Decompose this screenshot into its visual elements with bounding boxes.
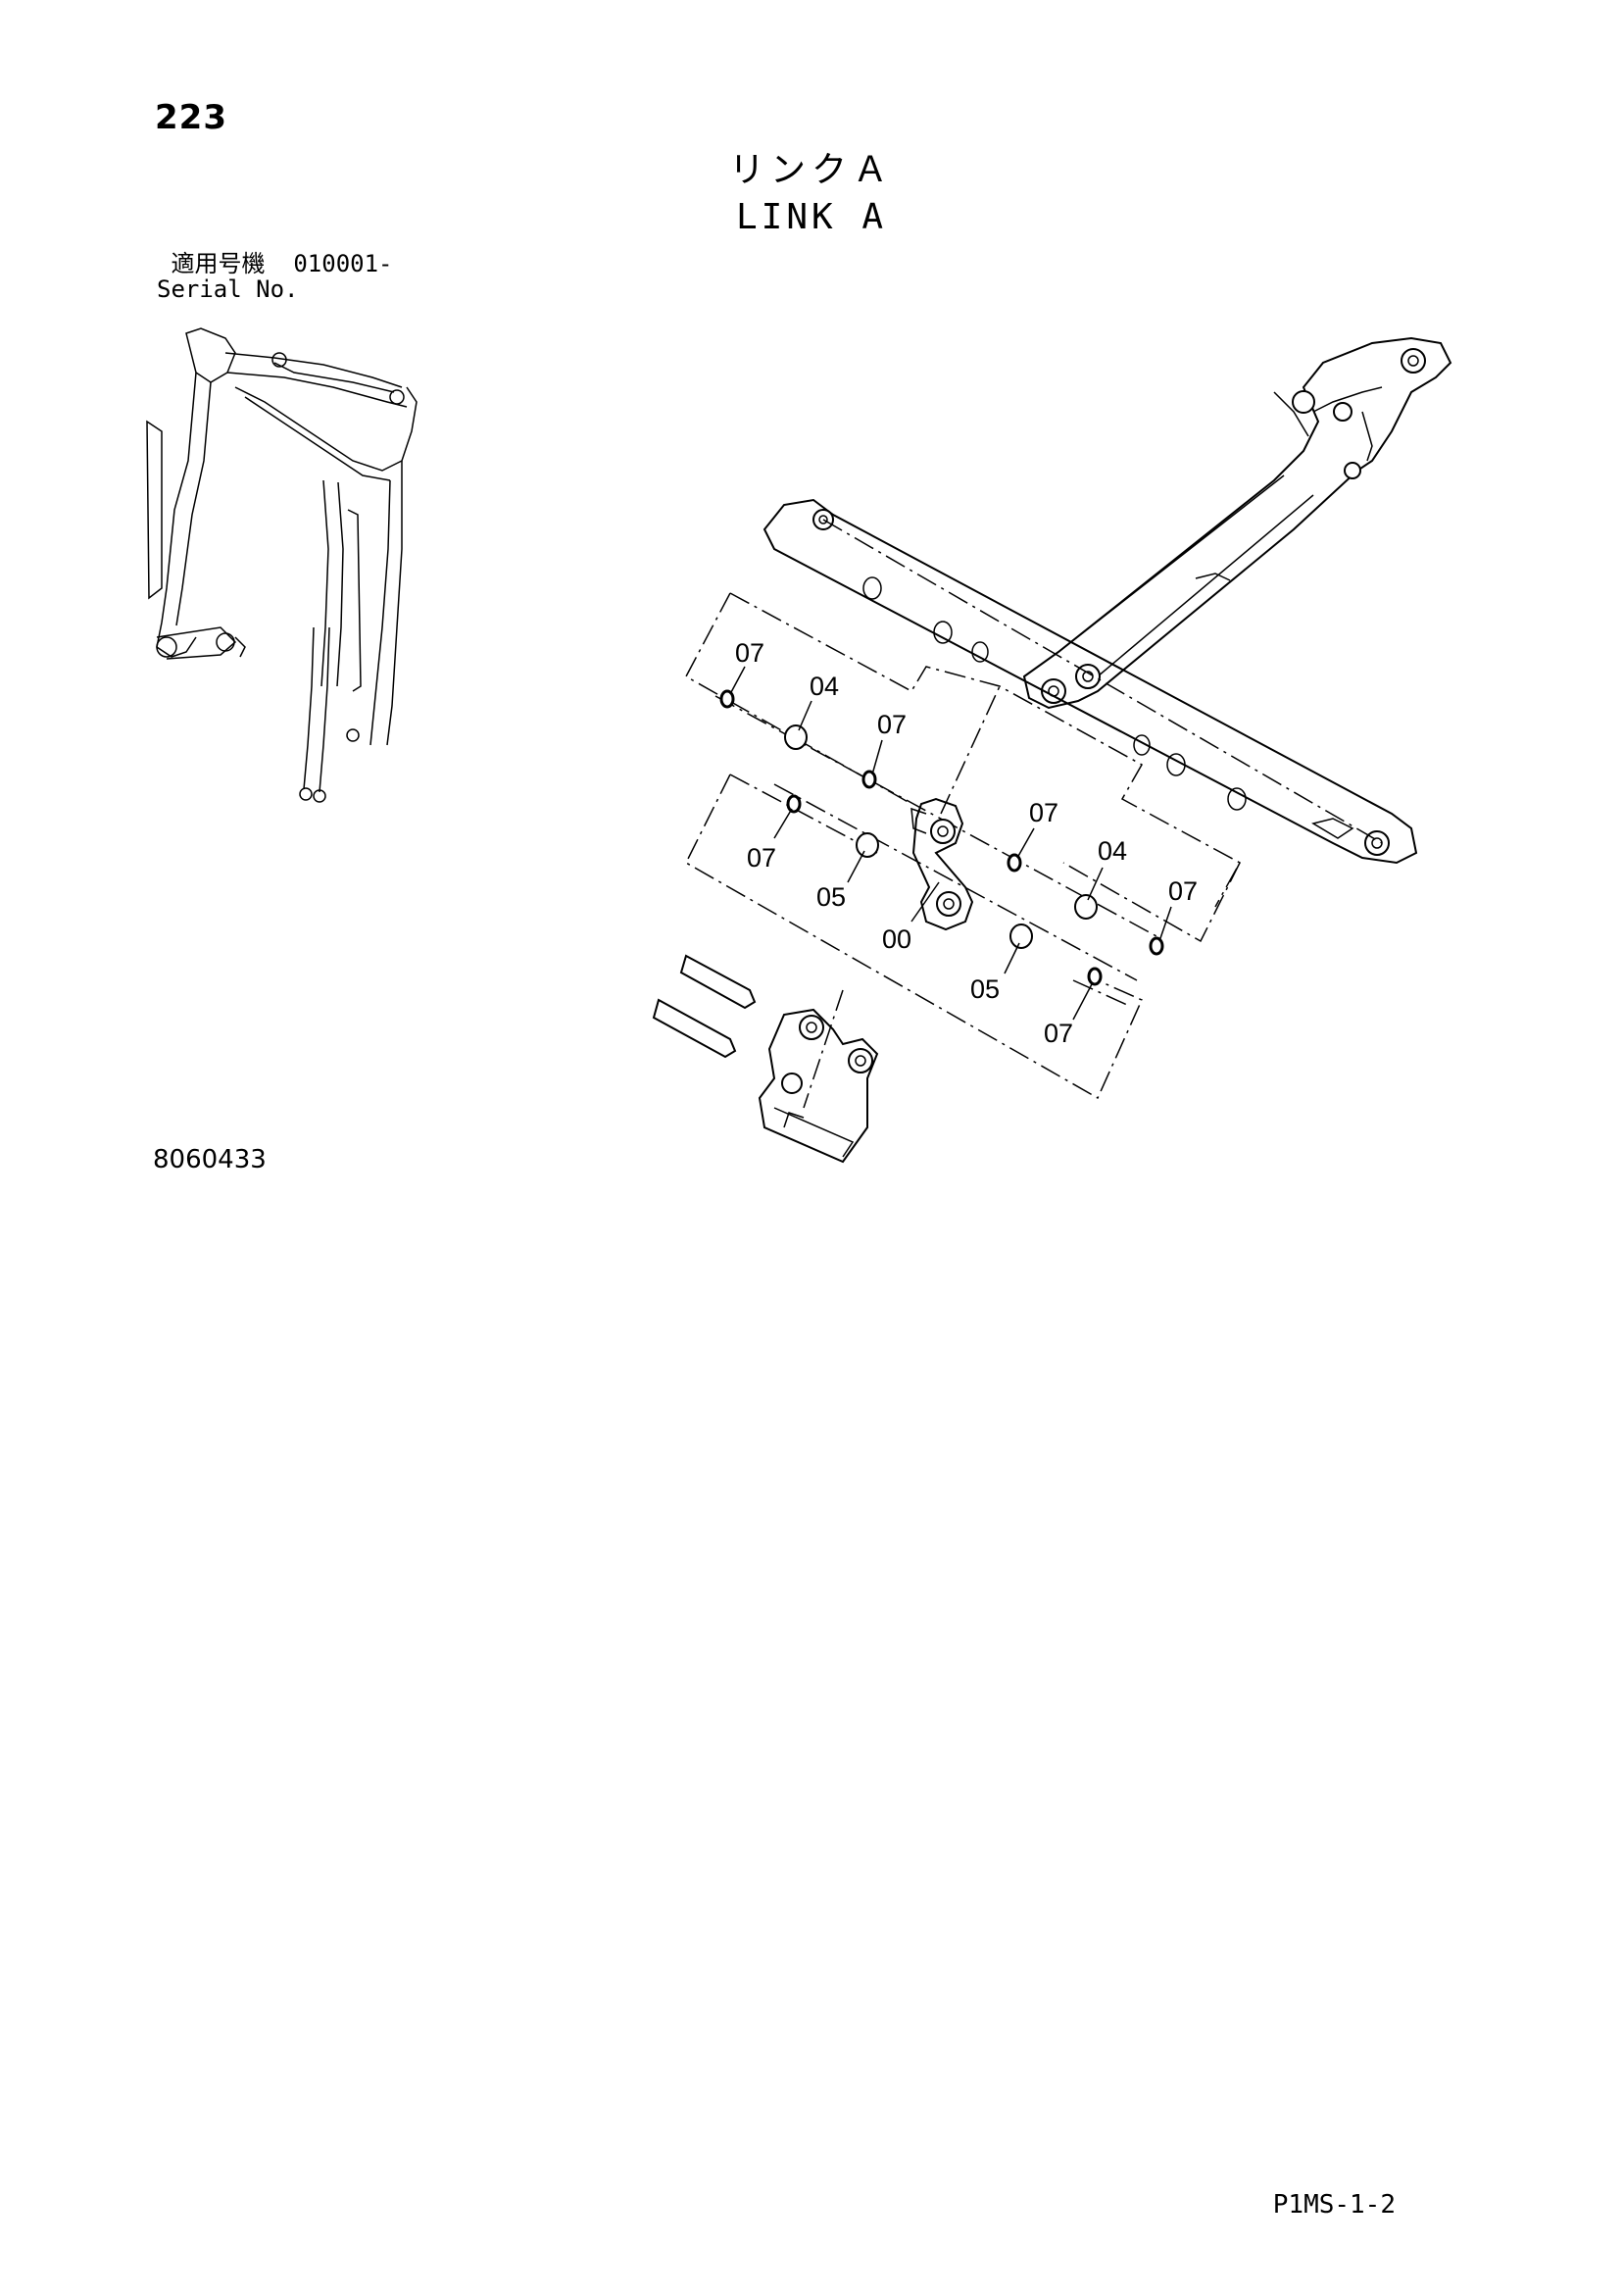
pins-and-bracket bbox=[652, 954, 879, 1164]
serial-jp-label: 適用号機 bbox=[171, 250, 266, 277]
serial-en-label: Serial No. bbox=[157, 275, 299, 303]
callout-07-c: 07 bbox=[747, 843, 776, 873]
bushings-and-rings bbox=[719, 689, 1164, 986]
callout-05-a: 05 bbox=[816, 882, 846, 912]
callout-05-b: 05 bbox=[970, 974, 1000, 1004]
title-english: LINK A bbox=[735, 197, 888, 237]
callout-07-d: 07 bbox=[1029, 798, 1058, 827]
link-part-00 bbox=[910, 797, 974, 931]
page-number: 223 bbox=[155, 98, 227, 137]
diagram-code: 8060433 bbox=[153, 1145, 267, 1174]
callout-07-e: 07 bbox=[1168, 876, 1198, 906]
callout-07-f: 07 bbox=[1044, 1019, 1073, 1048]
callout-07-b: 07 bbox=[877, 710, 907, 739]
arm-drawing bbox=[1022, 336, 1452, 710]
leader-lines bbox=[729, 666, 1172, 1021]
serial-value: 010001- bbox=[293, 250, 393, 277]
serial-row-1: 適用号機 010001- bbox=[157, 250, 393, 277]
title-block: リンクＡ LINK A bbox=[0, 147, 1623, 241]
machine-overview-drawing bbox=[146, 327, 418, 803]
callout-00: 00 bbox=[882, 924, 911, 954]
page-code: P1MS-1-2 bbox=[1272, 2190, 1396, 2220]
callout-04-b: 04 bbox=[1098, 836, 1127, 866]
washers bbox=[862, 576, 1247, 811]
callout-labels: 07 04 07 07 05 00 07 04 07 05 07 bbox=[735, 638, 1198, 1048]
callout-04-a: 04 bbox=[810, 672, 839, 701]
callout-07-a: 07 bbox=[735, 638, 764, 668]
title-japanese: リンクＡ bbox=[728, 150, 894, 190]
serial-block: 適用号機 010001- Serial No. bbox=[157, 251, 393, 302]
